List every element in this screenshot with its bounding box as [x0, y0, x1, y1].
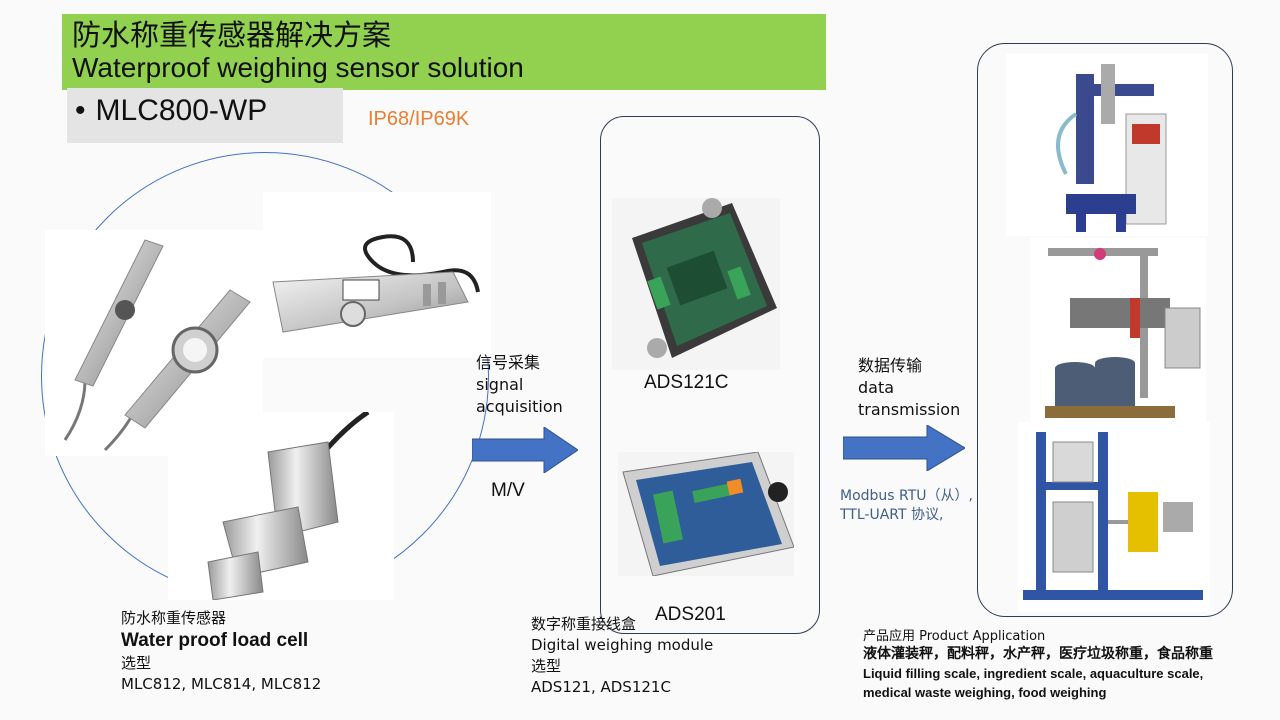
sensor-models: MLC812, MLC814, MLC812 — [121, 675, 322, 693]
application-en1: Liquid filling scale, ingredient scale, … — [863, 666, 1204, 681]
sensor-select-label: 选型 — [121, 654, 152, 672]
ads201-photo — [618, 451, 795, 577]
sensor-caption: 防水称重传感器 Water proof load cell 选型 MLC812,… — [121, 608, 321, 695]
module-box — [600, 116, 820, 634]
application-box — [977, 43, 1233, 617]
ingredient-scale-machine-photo — [1018, 422, 1210, 612]
signal-label: 信号采集 signal acquisition — [476, 352, 563, 418]
module-caption-en: Digital weighing module — [531, 636, 714, 654]
ads121c-label: ADS121C — [644, 372, 729, 393]
protocol-label: Modbus RTU（从）, TTL-UART 协议, — [840, 487, 973, 525]
protocol-line2: TTL-UART 协议, — [840, 507, 944, 523]
signal-cn: 信号采集 — [476, 353, 541, 372]
signal-en2: acquisition — [476, 397, 563, 416]
load-cell-column-photo — [168, 412, 394, 600]
ads201-label: ADS201 — [655, 604, 726, 625]
signal-en1: signal — [476, 375, 524, 394]
module-select-label: 选型 — [531, 657, 562, 675]
module-caption-cn: 数字称重接线盒 — [531, 615, 637, 633]
load-cell-shear-beam-photo — [263, 192, 491, 358]
model-name: MLC800-WP — [95, 94, 268, 127]
bullet: • — [75, 94, 86, 127]
transmission-en2: transmission — [858, 400, 961, 419]
transmission-cn: 数据传输 — [858, 356, 923, 375]
application-title: 产品应用 Product Application — [863, 629, 1046, 644]
protocol-line1: Modbus RTU（从）, — [840, 488, 973, 504]
module-models: ADS121, ADS121C — [531, 678, 671, 696]
module-caption: 数字称重接线盒 Digital weighing module 选型 ADS12… — [531, 614, 713, 698]
application-cn: 液体灌装秤，配料秤，水产秤，医疗垃圾称重，食品称重 — [863, 646, 1213, 662]
arrow-right-icon — [471, 426, 579, 477]
data-transmission-label: 数据传输 data transmission — [858, 355, 960, 421]
application-caption: 产品应用 Product Application 液体灌装秤，配料秤，水产秤，医… — [863, 628, 1273, 702]
arrow-right-icon — [842, 424, 966, 475]
mv-label: M/V — [491, 480, 525, 501]
liquid-filling-machine-photo — [1006, 54, 1208, 236]
transmission-en1: data — [858, 378, 895, 397]
title-en: Waterproof weighing sensor solution — [72, 52, 524, 83]
ip-rating: IP68/IP69K — [368, 108, 470, 130]
sensor-caption-cn: 防水称重传感器 — [121, 609, 227, 627]
sensor-caption-en: Water proof load cell — [121, 630, 309, 651]
application-en2: medical waste weighing, food weighing — [863, 685, 1107, 700]
drum-filling-machine-photo — [1030, 238, 1206, 426]
title-banner: 防水称重传感器解决方案 Waterproof weighing sensor s… — [62, 14, 826, 90]
ads121c-photo — [612, 198, 780, 370]
title-cn: 防水称重传感器解决方案 — [72, 18, 392, 52]
model-box: • MLC800-WP — [67, 88, 343, 143]
